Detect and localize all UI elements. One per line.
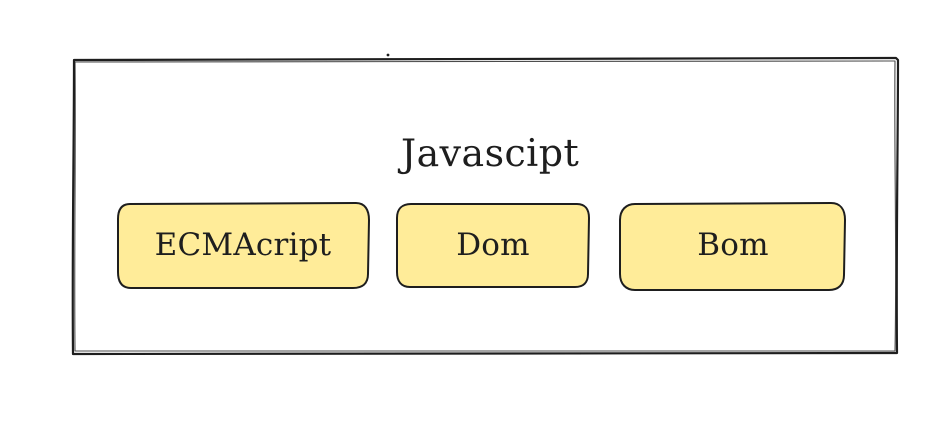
- diagram-title: Javascipt: [400, 130, 580, 176]
- outer-container: [71, 56, 900, 356]
- ecmascript-box: [117, 202, 370, 289]
- dom-box-fill: [397, 204, 589, 287]
- dom-label: Dom: [456, 227, 530, 263]
- ecmascript-box-fill: [118, 203, 369, 288]
- dom-box-outline: [396, 203, 590, 288]
- outer-container-outline: [71, 56, 900, 356]
- ecmascript-label: ECMAcript: [154, 227, 332, 263]
- dom-box: [396, 203, 590, 288]
- ecmascript-box-outline: [117, 202, 370, 289]
- bom-label: Bom: [697, 227, 769, 263]
- stray-dot: [386, 53, 390, 57]
- bom-box-fill: [620, 203, 845, 290]
- outer-container-sketch-line: [74, 60, 897, 352]
- bom-box: [619, 202, 846, 291]
- bom-box-outline: [619, 202, 846, 291]
